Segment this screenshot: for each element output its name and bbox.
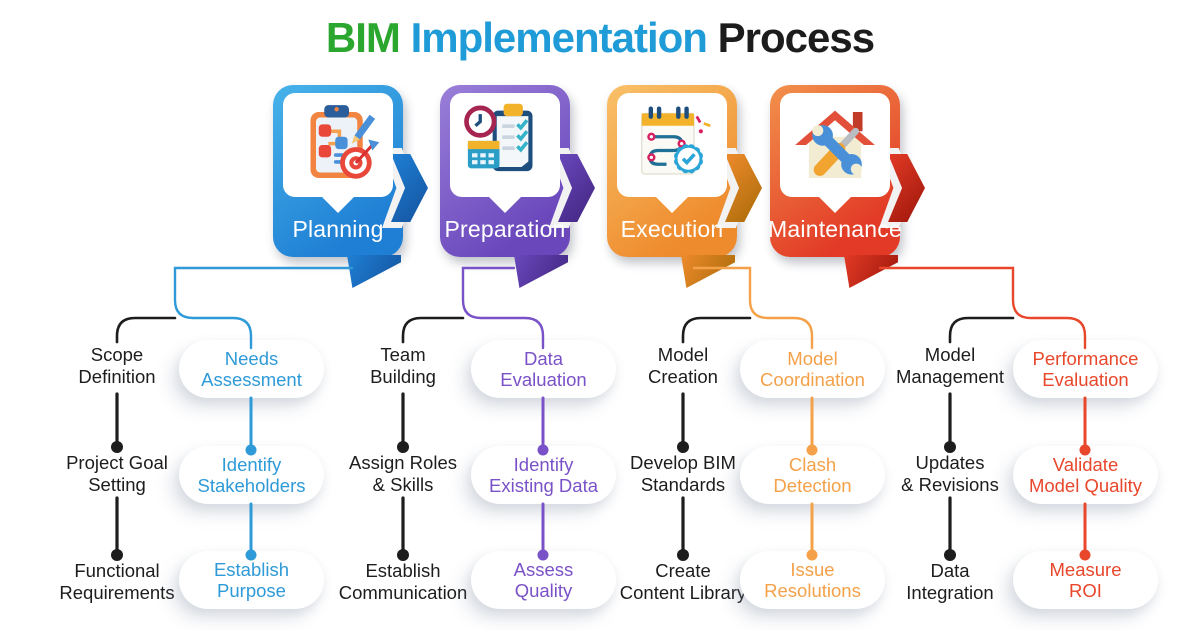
- bubble-tail: [681, 255, 735, 288]
- left-item: Team Building: [370, 344, 436, 387]
- pill-item: Performance Evaluation: [1013, 340, 1158, 398]
- left-item: Develop BIM Standards: [630, 452, 736, 495]
- pill-item: Data Evaluation: [471, 340, 616, 398]
- stage-label: Execution: [620, 216, 724, 242]
- connector-line: [115, 316, 177, 344]
- stage-bubble-maintenance: Maintenance: [768, 85, 902, 290]
- pill-item: Issue Resolutions: [740, 551, 885, 609]
- bubble-tail: [514, 255, 568, 288]
- pill-item: Clash Detection: [740, 446, 885, 504]
- left-item: Assign Roles & Skills: [349, 452, 457, 495]
- connector-line: [681, 316, 752, 344]
- pill-item: Assess Quality: [471, 551, 616, 609]
- left-item: Create Content Library: [619, 560, 747, 603]
- pill-item: Establish Purpose: [179, 551, 324, 609]
- title-part-bim: BIM: [325, 14, 401, 61]
- connector-line: [878, 266, 1087, 350]
- bubble-notch: [818, 196, 852, 213]
- pill-item: Model Coordination: [740, 340, 885, 398]
- left-item: Model Management: [896, 344, 1004, 387]
- pill-item: Needs Assessment: [179, 340, 324, 398]
- stage-label: Maintenance: [768, 216, 902, 242]
- pill-item: Identify Existing Data: [471, 446, 616, 504]
- pill-item: Identify Stakeholders: [179, 446, 324, 504]
- left-item: Functional Requirements: [59, 560, 175, 603]
- title-part-process: Process: [717, 14, 875, 61]
- left-item: Updates & Revisions: [901, 452, 999, 495]
- left-item: Scope Definition: [78, 344, 156, 387]
- planning-clipboard-target-icon: [310, 105, 380, 179]
- page-title: BIM Implementation Process: [0, 14, 1200, 62]
- stage-label: Preparation: [444, 216, 566, 242]
- bubble-notch: [655, 196, 689, 213]
- pill-item: Measure ROI: [1013, 551, 1158, 609]
- left-item: Establish Communication: [338, 560, 468, 603]
- title-part-implementation: Implementation: [410, 14, 708, 61]
- stage-label: Planning: [292, 216, 384, 242]
- left-item: Model Creation: [648, 344, 718, 387]
- stage-bubble-preparation: Preparation: [440, 85, 570, 290]
- stage-bubble-planning: Planning: [273, 85, 403, 290]
- pill-item: Validate Model Quality: [1013, 446, 1158, 504]
- bubble-tail: [844, 255, 898, 288]
- execution-schedule-gear-icon: [641, 106, 711, 175]
- bubble-notch: [488, 196, 522, 213]
- preparation-checklist-clock-icon: [464, 103, 533, 172]
- connector-line: [401, 316, 465, 344]
- left-item: Data Integration: [906, 560, 994, 603]
- bubble-tail: [347, 255, 401, 288]
- stage-bubble-execution: Execution: [607, 85, 737, 290]
- bubble-notch: [321, 196, 355, 213]
- maintenance-house-tools-icon: [795, 110, 875, 178]
- left-item: Project Goal Setting: [66, 452, 168, 495]
- connector-line: [948, 316, 1015, 344]
